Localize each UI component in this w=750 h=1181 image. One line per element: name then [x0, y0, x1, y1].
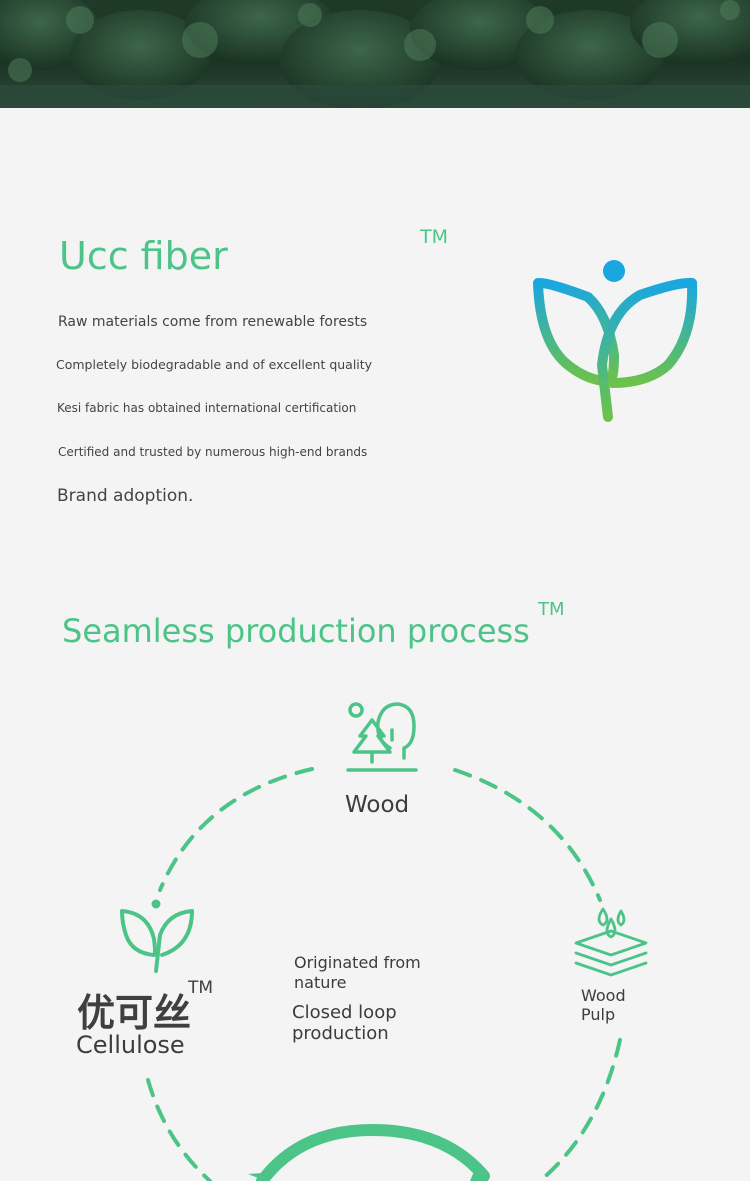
process-tm: TM	[538, 599, 565, 620]
tree-icon	[346, 702, 418, 772]
fiber-title: Ucc fiber	[59, 234, 228, 278]
pulp-label: Wood Pulp	[581, 986, 626, 1024]
process-cycle-diagram	[146, 767, 622, 1181]
sprout-icon	[120, 899, 194, 973]
fiber-line-2: Completely biodegradable and of excellen…	[56, 357, 373, 372]
forest-canopy-image	[0, 0, 750, 108]
sprout-logo-icon	[533, 260, 698, 422]
cycle-arc-wood-to-pulp	[453, 768, 602, 902]
fiber-line-3: Kesi fabric has obtained international c…	[57, 401, 357, 415]
wood-label: Wood	[345, 792, 410, 818]
fiber-line-1: Raw materials come from renewable forest…	[58, 314, 368, 330]
fiber-tm: TM	[420, 226, 448, 248]
process-title: Seamless production process	[62, 612, 530, 650]
cycle-arc-pulp-down	[538, 1038, 622, 1181]
center-text-closed-loop: Closed loop production	[292, 1002, 397, 1044]
recycle-arrow-icon	[248, 1123, 490, 1181]
cellulose-label: Cellulose	[76, 1031, 185, 1059]
cycle-arc-wood-to-cellulose	[158, 767, 314, 892]
fiber-line-4: Certified and trusted by numerous high-e…	[58, 445, 368, 459]
fiber-line-5: Brand adoption.	[57, 486, 194, 506]
brand-tm: TM	[188, 978, 214, 998]
forest-banner	[0, 0, 750, 108]
center-text-origin: Originated from nature	[294, 953, 421, 992]
cycle-arc-cellulose-down	[146, 1078, 212, 1181]
wood-pulp-icon	[574, 907, 648, 977]
brand-chinese-name: 优可丝	[77, 991, 192, 1035]
